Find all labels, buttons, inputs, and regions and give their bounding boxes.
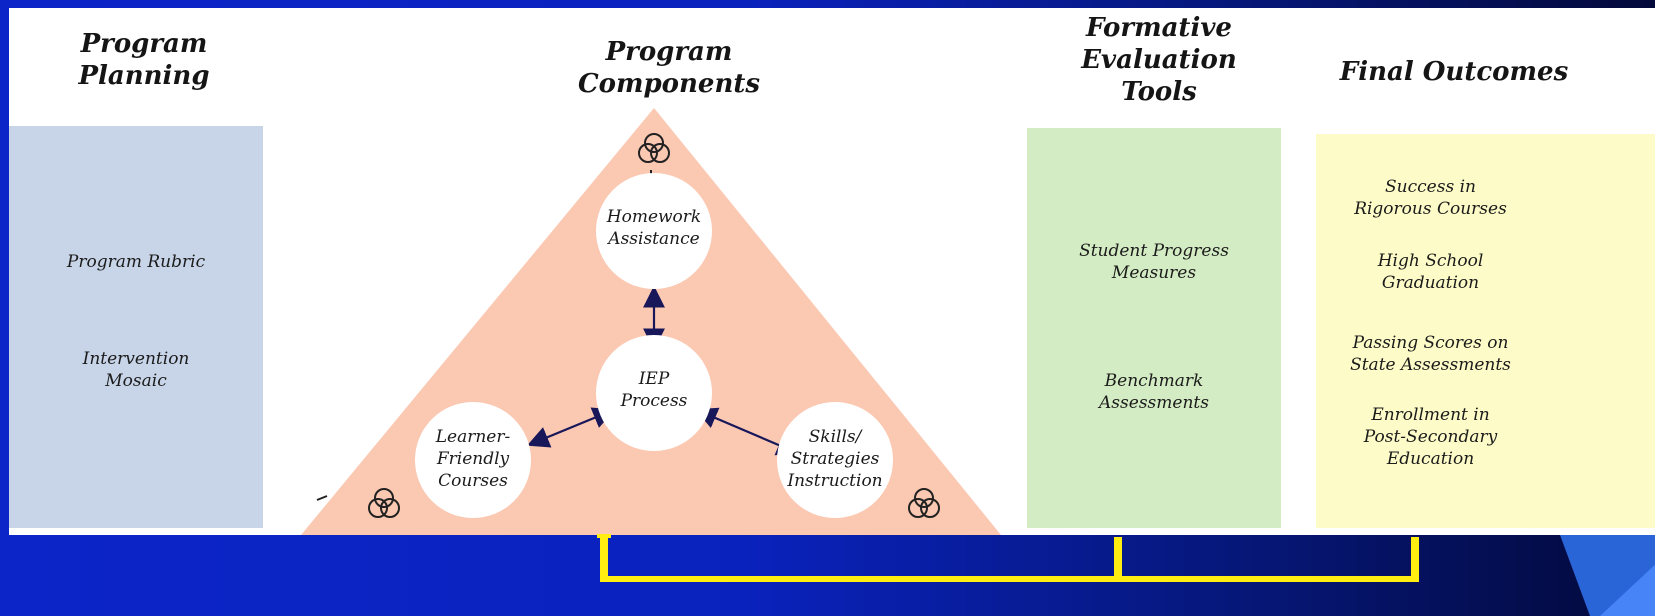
- heading-line: Components: [577, 69, 761, 99]
- planning-item-intervention-mosaic: Intervention Mosaic: [9, 348, 263, 392]
- arrow-iep-learner: [526, 407, 616, 448]
- outcome-item-rigorous-courses: Success in Rigorous Courses: [1316, 176, 1545, 220]
- planning-item-program-rubric: Program Rubric: [9, 251, 263, 273]
- label-line: Process: [620, 391, 688, 411]
- item-line: Student Progress: [1079, 241, 1229, 261]
- item-line: Success in: [1385, 177, 1476, 197]
- heading-program-components: Program Components: [539, 36, 799, 100]
- component-iep-process: IEP Process: [586, 368, 722, 412]
- bracket-left-tick: [600, 537, 608, 581]
- label-line: Friendly: [436, 449, 510, 469]
- diagram-panel: Program Planning Program Components Form…: [9, 8, 1655, 535]
- tick-mark: [316, 495, 328, 501]
- heading-line: Tools: [1121, 77, 1197, 107]
- item-line: Benchmark: [1104, 371, 1204, 391]
- outcome-item-post-secondary: Enrollment in Post-Secondary Education: [1316, 404, 1545, 470]
- label-line: Courses: [438, 471, 508, 491]
- final-outcomes-box: Success in Rigorous Courses High School …: [1316, 134, 1655, 528]
- label-line: IEP: [638, 369, 670, 389]
- label-line: Strategies: [790, 449, 880, 469]
- heading-line: Program: [605, 37, 733, 67]
- label-line: Learner-: [435, 427, 511, 447]
- component-homework-assistance: Homework Assistance: [586, 206, 722, 250]
- label-line: Homework: [606, 207, 702, 227]
- label-line: Instruction: [787, 471, 883, 491]
- bracket-top-cap: [597, 534, 611, 538]
- item-line: Education: [1386, 449, 1475, 469]
- item-line: Passing Scores on: [1352, 333, 1509, 353]
- component-skills-strategies-instruction: Skills/ Strategies Instruction: [767, 426, 903, 492]
- bracket-baseline: [600, 576, 1419, 582]
- item-line: Program Rubric: [66, 252, 206, 272]
- heading-line: Evaluation: [1081, 45, 1237, 75]
- item-line: Enrollment in: [1371, 405, 1490, 425]
- item-line: Intervention: [82, 349, 190, 369]
- item-line: State Assessments: [1350, 355, 1511, 375]
- item-line: Graduation: [1381, 273, 1480, 293]
- heading-line: Program: [80, 29, 208, 59]
- heading-final-outcomes: Final Outcomes: [1319, 56, 1589, 88]
- item-line: High School: [1377, 251, 1484, 271]
- heading-formative-evaluation-tools: Formative Evaluation Tools: [1039, 12, 1279, 108]
- label-line: Assistance: [608, 229, 700, 249]
- evaluation-item-benchmark: Benchmark Assessments: [1027, 370, 1281, 414]
- components-diagram: [301, 108, 1001, 535]
- item-line: Measures: [1111, 263, 1197, 283]
- circle-skills: [777, 402, 893, 518]
- item-line: Mosaic: [105, 371, 167, 391]
- heading-line: Planning: [78, 61, 210, 91]
- circle-homework: [596, 173, 712, 289]
- heading-line: Formative: [1086, 13, 1232, 43]
- outcome-item-state-assessments: Passing Scores on State Assessments: [1316, 332, 1545, 376]
- circle-learner: [415, 402, 531, 518]
- bracket-right-tick: [1411, 537, 1419, 581]
- outcome-item-graduation: High School Graduation: [1316, 250, 1545, 294]
- bracket-middle-tick: [1114, 537, 1122, 581]
- heading-program-planning: Program Planning: [39, 28, 249, 92]
- evaluation-item-student-progress: Student Progress Measures: [1027, 240, 1281, 284]
- item-line: Assessments: [1099, 393, 1209, 413]
- circle-iep: [596, 335, 712, 451]
- component-learner-friendly-courses: Learner- Friendly Courses: [405, 426, 541, 492]
- item-line: Rigorous Courses: [1354, 199, 1507, 219]
- heading-line: Final Outcomes: [1339, 57, 1569, 87]
- item-line: Post-Secondary: [1363, 427, 1498, 447]
- formative-evaluation-box: Student Progress Measures Benchmark Asse…: [1027, 128, 1281, 528]
- program-planning-box: Program Rubric Intervention Mosaic: [9, 126, 263, 528]
- label-line: Skills/: [808, 427, 862, 447]
